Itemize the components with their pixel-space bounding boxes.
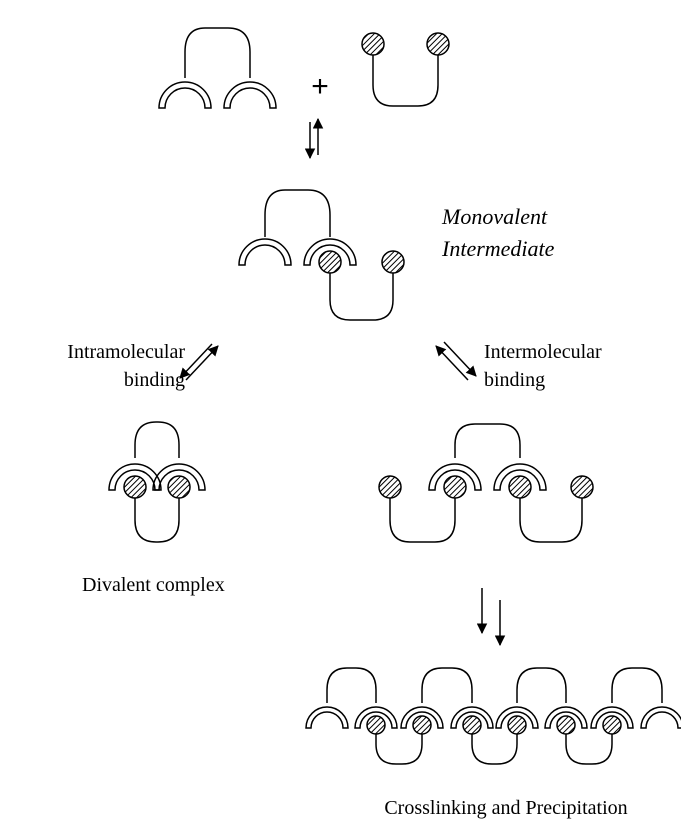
crosslinked-chain [305, 667, 681, 765]
equilibrium-arrows-top [304, 117, 324, 160]
divalent-receptor [158, 27, 277, 109]
monovalent-label-line1: Monovalent [442, 204, 548, 229]
divalent-ligand [361, 32, 450, 107]
intermolecular-label-line1: Intermolecular [484, 341, 602, 363]
divalent-complex-label: Divalent complex [82, 574, 225, 596]
intramolecular-arrows [179, 343, 219, 381]
intermolecular-label-line2: binding [484, 369, 546, 391]
intermolecular-complex [378, 423, 594, 543]
monovalent-intermediate [238, 189, 405, 321]
crosslinking-label: Crosslinking and Precipitation [384, 797, 628, 819]
intramolecular-label-line2: binding [123, 369, 185, 391]
precipitation-arrows [476, 588, 506, 647]
intramolecular-label-line1: Intramolecular [67, 341, 185, 363]
intermolecular-arrows [435, 341, 477, 381]
plus-sign: + [311, 70, 329, 103]
divalent-complex [108, 421, 206, 543]
monovalent-label-line2: Intermediate [442, 236, 555, 261]
